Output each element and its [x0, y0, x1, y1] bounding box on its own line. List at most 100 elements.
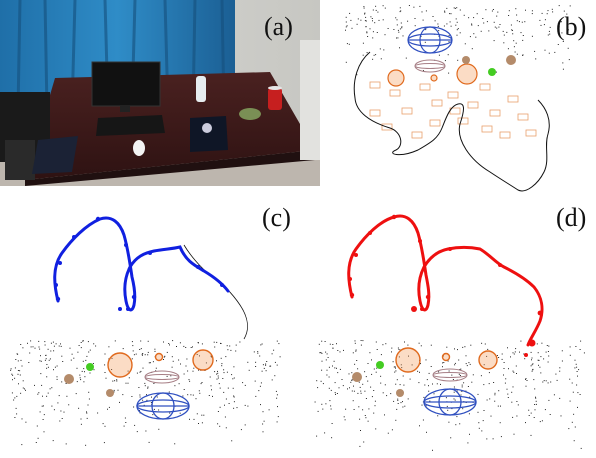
cloud-point	[316, 435, 318, 437]
cloud-point	[560, 415, 562, 417]
cloud-point	[538, 359, 540, 361]
cloud-point	[402, 35, 404, 37]
cloud-point	[463, 382, 465, 384]
cloud-point	[78, 345, 80, 346]
cloud-point	[136, 431, 138, 433]
cloud-point	[81, 370, 83, 372]
cloud-point	[513, 433, 515, 435]
cloud-point	[45, 354, 47, 356]
cloud-point	[28, 362, 30, 363]
cloud-point	[511, 401, 513, 403]
cloud-point	[497, 11, 499, 13]
cloud-point	[260, 382, 262, 384]
cloud-point	[133, 354, 135, 356]
cloud-point	[429, 400, 431, 402]
cloud-point	[380, 354, 382, 356]
cloud-point	[468, 362, 470, 364]
cloud-point	[483, 410, 485, 411]
cloud-point	[354, 363, 356, 365]
cloud-point	[76, 367, 78, 369]
cloud-point	[438, 30, 440, 32]
cloud-point	[370, 16, 372, 18]
cloud-point	[192, 370, 194, 372]
cloud-point	[80, 423, 82, 425]
cloud-point	[149, 362, 151, 364]
cloud-point	[37, 393, 39, 395]
cloud-point	[577, 375, 578, 377]
cloud-point	[223, 369, 225, 371]
cloud-point	[425, 10, 427, 12]
cloud-point	[59, 420, 61, 422]
cloud-point	[253, 351, 255, 353]
cloud-point	[364, 12, 366, 14]
cloud-point	[371, 373, 373, 375]
cloud-point	[512, 33, 514, 35]
cloud-point	[107, 408, 108, 410]
cloud-point	[93, 369, 95, 371]
cloud-point	[276, 421, 278, 423]
cloud-point	[20, 344, 22, 345]
cloud-point	[24, 388, 25, 390]
cloud-point	[530, 412, 532, 414]
cloud-point	[580, 340, 582, 342]
cloud-point	[530, 351, 532, 353]
cloud-point	[10, 368, 12, 370]
cloud-point	[46, 367, 48, 369]
cloud-point	[464, 43, 466, 45]
cloud-point	[140, 370, 142, 372]
cloud-point	[487, 348, 489, 350]
cloud-point	[142, 367, 144, 369]
cloud-point	[518, 21, 520, 23]
cloud-point	[399, 384, 401, 386]
cloud-point	[579, 349, 581, 350]
cloud-point	[568, 428, 570, 430]
cloud-point	[244, 404, 246, 406]
cloud-point	[559, 397, 561, 399]
cloud-point	[11, 373, 13, 375]
cloud-point	[476, 13, 478, 15]
cloud-point	[326, 374, 328, 376]
cloud-point	[260, 404, 261, 406]
cloud-point	[32, 346, 34, 348]
cloud-point	[515, 348, 517, 350]
cloud-point	[512, 386, 514, 388]
cloud-point	[453, 386, 455, 388]
cloud-point	[425, 405, 427, 407]
cloud-point	[456, 7, 458, 9]
cloud-point	[453, 7, 455, 9]
cloud-point	[488, 383, 490, 385]
cloud-point	[197, 342, 199, 344]
cloud-point	[455, 424, 457, 426]
cloud-point	[401, 27, 403, 29]
cloud-point	[365, 417, 367, 419]
cloud-point	[54, 366, 56, 368]
cloud-point	[522, 54, 524, 56]
cloud-point	[376, 349, 378, 350]
cloud-point	[539, 366, 541, 368]
cloud-point	[473, 33, 475, 35]
cloud-point	[351, 372, 353, 374]
cloud-point	[401, 367, 403, 369]
cloud-point	[442, 362, 444, 364]
cloud-point	[395, 419, 397, 421]
cloud-point	[27, 342, 28, 344]
cloud-point	[259, 385, 261, 387]
cloud-point	[42, 419, 44, 420]
cloud-point	[89, 372, 91, 374]
cloud-point	[559, 21, 561, 23]
cloud-point	[221, 365, 223, 367]
cloud-point	[357, 18, 359, 20]
cloud-point	[399, 28, 401, 30]
cloud-point	[401, 26, 403, 28]
cloud-point	[196, 413, 198, 415]
cloud-point	[144, 354, 146, 356]
cloud-point	[345, 408, 347, 410]
cloud-point	[402, 375, 404, 377]
cloud-point	[534, 50, 536, 52]
cloud-point	[493, 382, 495, 383]
cloud-point	[63, 411, 65, 413]
cloud-point	[356, 360, 358, 361]
cloud-point	[455, 18, 457, 20]
cloud-point	[446, 346, 448, 348]
cloud-point	[363, 6, 365, 8]
